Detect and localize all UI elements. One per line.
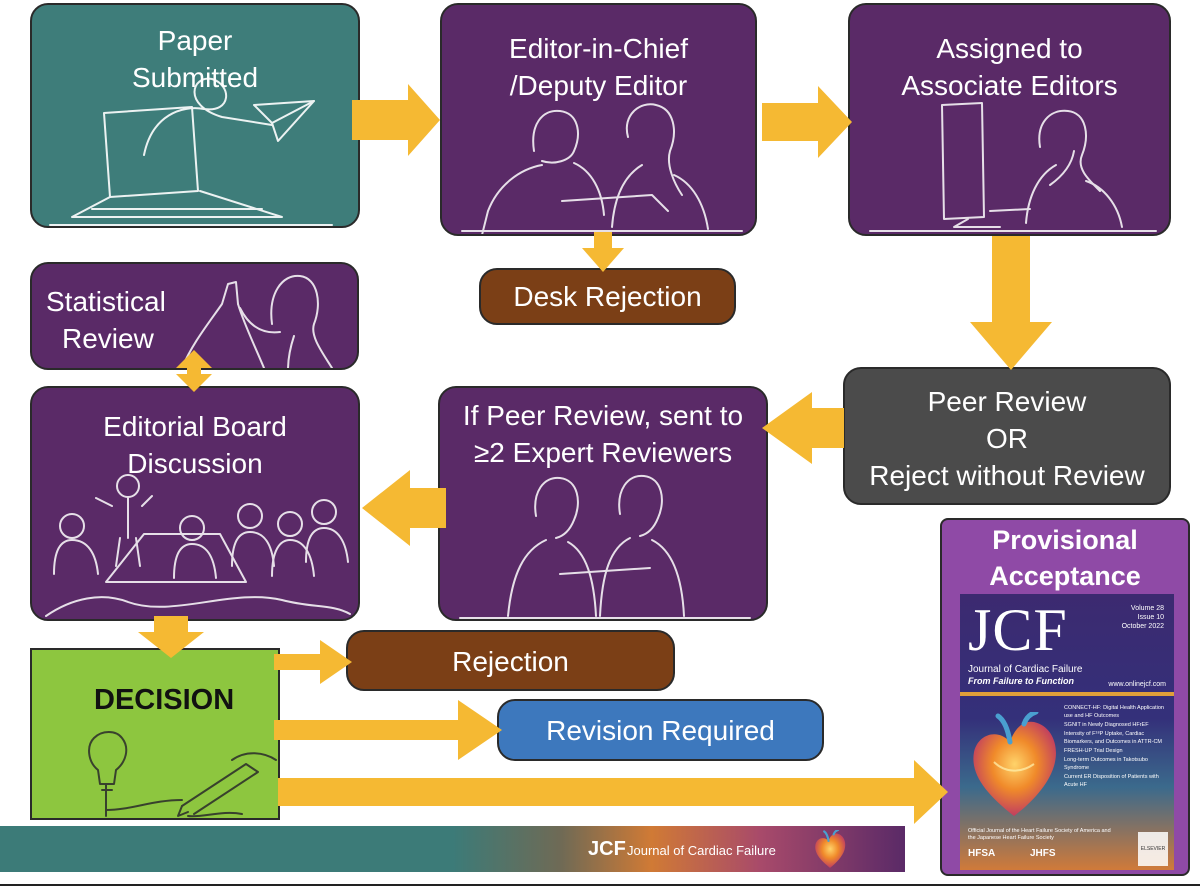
- editors-discussion-sketch-icon: [461, 103, 743, 234]
- paper-submitted-line2: Submitted: [131, 62, 259, 93]
- footer-banner: JCF Journal of Cardiac Failure: [0, 826, 905, 872]
- arrow-editor-to-desk-rejection: [582, 232, 624, 272]
- heart-icon: [973, 712, 1056, 816]
- journal-cover-logo: JCF: [968, 597, 1068, 663]
- journal-cover-contents-item: Long-term Outcomes in Takotsubo Syndrome: [1064, 757, 1148, 771]
- desk-rejection-label: Desk Rejection: [513, 281, 702, 312]
- revision-required-box: Revision Required: [497, 699, 824, 761]
- journal-cover-website: www.onlinejcf.com: [1108, 681, 1166, 688]
- editor-in-chief-line1: Editor-in-Chief: [509, 33, 688, 64]
- provisional-acceptance-box: Provisional Acceptance JCF Volume 28 Iss…: [940, 518, 1190, 876]
- heart-icon: [815, 830, 846, 868]
- journal-cover-tagline: From Failure to Function: [968, 676, 1074, 686]
- rejection-box: Rejection: [346, 630, 675, 691]
- paper-submitted-line1: Paper: [157, 25, 233, 56]
- peer-review-line2: OR: [986, 423, 1028, 454]
- arrow-decision-to-rejection: [274, 640, 352, 684]
- editorial-board-box: Editorial Board Discussion: [30, 386, 360, 621]
- peer-review-line3: Reject without Review: [869, 460, 1145, 491]
- journal-cover-issue-info: Volume 28 Issue 10 October 2022: [1104, 604, 1164, 631]
- statistical-review-box: Statistical Review: [30, 262, 359, 370]
- peer-review-box: Peer Review OR Reject without Review: [843, 367, 1171, 505]
- editorial-board-line2: Discussion: [127, 448, 263, 479]
- arrow-expert-to-editorial: [362, 470, 446, 546]
- paper-submitted-box: Paper Submitted: [30, 3, 360, 228]
- rejection-label: Rejection: [452, 646, 569, 677]
- decision-label: DECISION: [94, 684, 235, 716]
- arrow-submitted-to-editor: [352, 84, 440, 156]
- revision-required-label: Revision Required: [546, 715, 775, 746]
- journal-cover: JCF Volume 28 Issue 10 October 2022 Jour…: [960, 594, 1174, 870]
- laptop-sketch-icon: [49, 77, 333, 226]
- editor-in-chief-line2: /Deputy Editor: [509, 70, 688, 101]
- lightbulb-writing-sketch-icon: [88, 731, 277, 818]
- statistical-review-line2: Review: [62, 323, 154, 354]
- associate-editors-line2: Associate Editors: [901, 70, 1118, 101]
- editorial-board-line1: Editorial Board: [103, 411, 287, 442]
- provisional-acceptance-title: Provisional Acceptance: [942, 522, 1188, 594]
- journal-cover-date: October 2022: [1121, 623, 1164, 630]
- provisional-acceptance-line1: Provisional: [992, 525, 1138, 555]
- journal-cover-contents-item: SGNIT in Newly Diagnosed HFrEF: [1064, 722, 1149, 728]
- journal-cover-contents-item: CONNECT-HF: Digital Health Application u…: [1064, 705, 1164, 719]
- hfsa-logo: HFSA: [968, 848, 996, 859]
- expert-reviewers-line1: If Peer Review, sent to: [462, 400, 744, 431]
- arrow-peer-review-to-expert: [762, 392, 844, 464]
- journal-cover-name: Journal of Cardiac Failure: [968, 664, 1083, 675]
- jhfs-logo: JHFS: [1030, 848, 1056, 859]
- footer-logo: JCF: [588, 838, 626, 860]
- associate-editors-line1: Assigned to: [936, 33, 1083, 64]
- journal-cover-contents-item: FRESH-UP Trial Design: [1064, 748, 1123, 754]
- journal-cover-volume: Volume 28: [1130, 605, 1164, 612]
- arrow-editor-to-associate: [762, 86, 852, 158]
- journal-cover-contents: CONNECT-HF: Digital Health Application u…: [1064, 704, 1168, 790]
- arrow-decision-to-revision: [274, 700, 502, 760]
- elsevier-logo: ELSEVIER: [1138, 832, 1168, 866]
- expert-reviewers-box: If Peer Review, sent to ≥2 Expert Review…: [438, 386, 768, 621]
- expert-reviewers-line2: ≥2 Expert Reviewers: [473, 437, 733, 468]
- reviewers-sketch-icon: [459, 474, 751, 619]
- journal-cover-band: [960, 692, 1174, 696]
- statistical-review-line1: Statistical: [46, 286, 166, 317]
- decision-box: DECISION: [30, 648, 280, 820]
- meeting-sketch-icon: [45, 474, 351, 617]
- bottom-rule: [0, 884, 1200, 886]
- editor-at-computer-sketch-icon: [869, 102, 1157, 232]
- journal-cover-contents-item: Intensity of F¹⁸P Uptake, Cardiac Biomar…: [1064, 731, 1163, 745]
- footer-journal-name: Journal of Cardiac Failure: [627, 843, 776, 858]
- peer-review-line1: Peer Review: [927, 386, 1087, 417]
- journal-cover-official: Official Journal of the Heart Failure So…: [968, 828, 1111, 841]
- associate-editors-box: Assigned to Associate Editors: [848, 3, 1171, 236]
- arrow-decision-to-acceptance: [278, 760, 948, 824]
- desk-rejection-box: Desk Rejection: [479, 268, 736, 325]
- journal-cover-issue: Issue 10: [1137, 614, 1164, 621]
- provisional-acceptance-line2: Acceptance: [989, 561, 1141, 591]
- journal-cover-contents-item: Current ER Disposition of Patients with …: [1064, 774, 1159, 788]
- editor-in-chief-box: Editor-in-Chief /Deputy Editor: [440, 3, 757, 236]
- arrow-associate-to-peer-review: [970, 236, 1052, 370]
